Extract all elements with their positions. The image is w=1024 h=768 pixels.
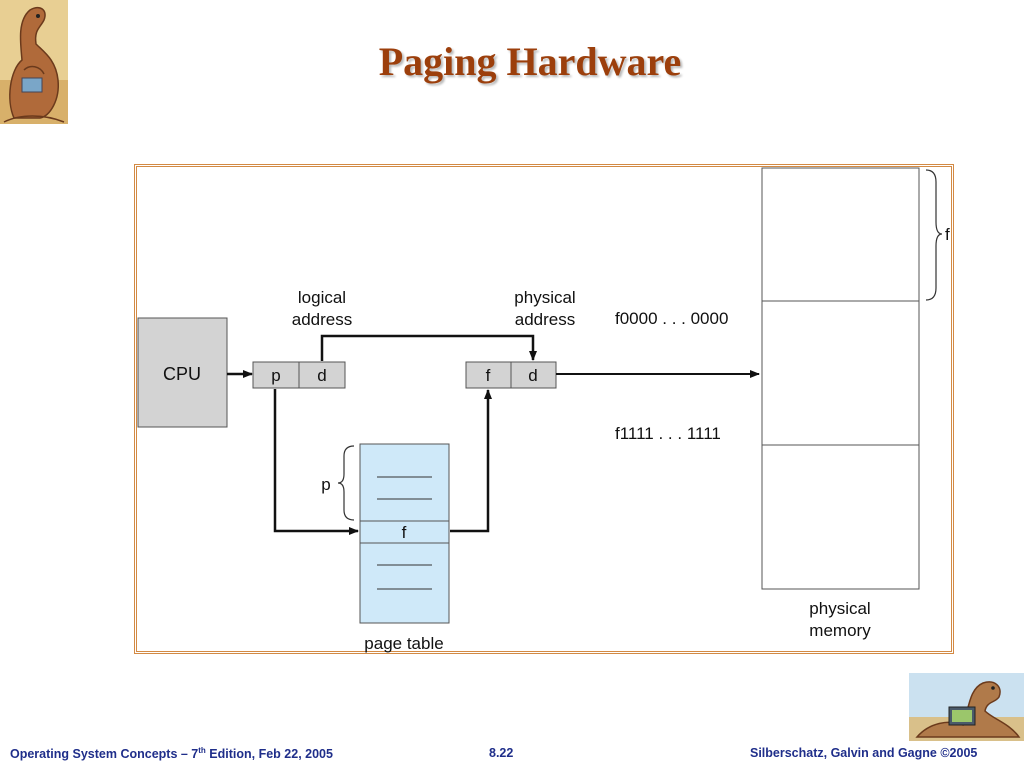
physical-address-label-line2: address	[515, 310, 575, 329]
frame-start-address: f0000 . . . 0000	[615, 309, 728, 328]
frame-brace	[925, 169, 943, 301]
physical-memory	[761, 167, 920, 590]
physical-d-label: d	[528, 366, 537, 385]
physical-address-d-field	[510, 361, 557, 389]
frame-to-physical-arrow	[450, 389, 492, 533]
slide-title: Paging Hardware	[378, 39, 682, 84]
frame-brace-label: f	[945, 225, 950, 244]
logical-d-label: d	[317, 366, 326, 385]
page-table-entry-f-label: f	[402, 523, 407, 542]
cpu-label: CPU	[163, 364, 201, 384]
logical-address-p-field	[252, 361, 300, 389]
page-table-p-label: p	[321, 475, 330, 494]
offset-d-arrow	[320, 334, 537, 361]
dinosaur-logo-bottom	[909, 673, 1024, 741]
page-number-to-table-arrow	[273, 389, 359, 535]
footer-title-prefix: Operating System Concepts – 7	[10, 747, 199, 762]
footer-page-number: 8.22	[489, 746, 514, 760]
footer-copyright: Silberschatz, Galvin and Gagne ©2005	[750, 746, 978, 760]
frame-end-address: f1111 . . . 1111	[615, 424, 721, 443]
dinosaur-logo-top	[0, 0, 68, 124]
physical-memory-label-line2: memory	[809, 621, 871, 640]
footer-title-suffix: Edition, Feb 22, 2005	[205, 747, 333, 762]
footer-course-title: Operating System Concepts – 7th Edition,…	[10, 746, 333, 761]
footer-title-sup: th	[198, 746, 206, 755]
page-table-label: page table	[364, 634, 443, 653]
physical-address-label-line1: physical	[514, 288, 575, 307]
logical-address-label-line2: address	[292, 310, 352, 329]
page-table-p-brace	[337, 445, 355, 521]
page-table-selected-entry	[359, 520, 450, 544]
logical-address-label-line1: logical	[298, 288, 346, 307]
physical-address-f-field	[465, 361, 512, 389]
logical-address-d-field	[298, 361, 346, 389]
physical-memory-label-line1: physical	[809, 599, 870, 618]
physical-f-label: f	[486, 366, 491, 385]
cpu-box	[137, 317, 228, 428]
logical-p-label: p	[271, 366, 280, 385]
